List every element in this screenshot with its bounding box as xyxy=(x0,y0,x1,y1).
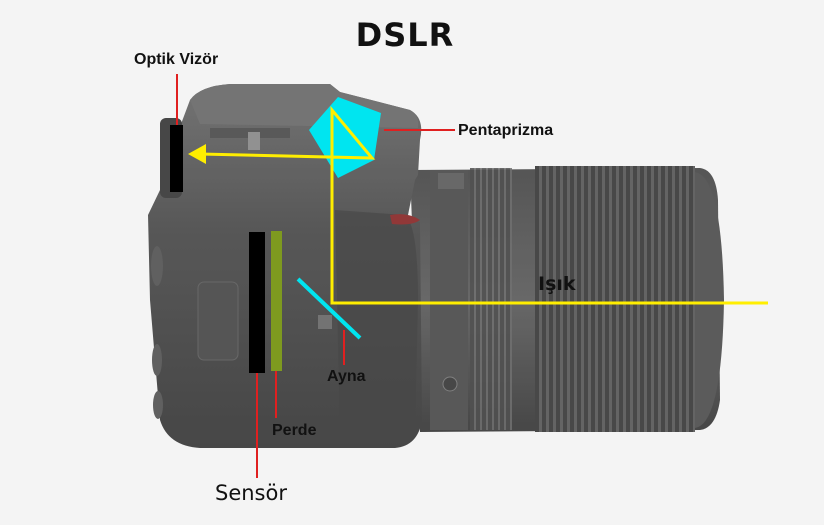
leader-lines xyxy=(176,74,455,478)
label-shutter: Perde xyxy=(272,422,317,439)
camera-body xyxy=(148,84,422,448)
viewfinder-shape xyxy=(170,125,183,192)
arrow-left-icon xyxy=(188,144,206,164)
label-light: Işık xyxy=(538,273,576,295)
label-viewfinder: Optik Vizör xyxy=(134,51,219,68)
label-sensor: Sensör xyxy=(215,481,287,505)
mirror-shape xyxy=(296,277,362,340)
camera-illustration xyxy=(148,84,724,448)
diagram-title: DSLR xyxy=(355,16,455,54)
light-path xyxy=(199,105,768,305)
lens-barrel xyxy=(410,166,724,432)
label-mirror: Ayna xyxy=(327,368,366,385)
label-pentaprism: Pentaprizma xyxy=(458,122,554,139)
sensor-shape xyxy=(249,232,265,373)
shutter-shape xyxy=(271,231,282,371)
